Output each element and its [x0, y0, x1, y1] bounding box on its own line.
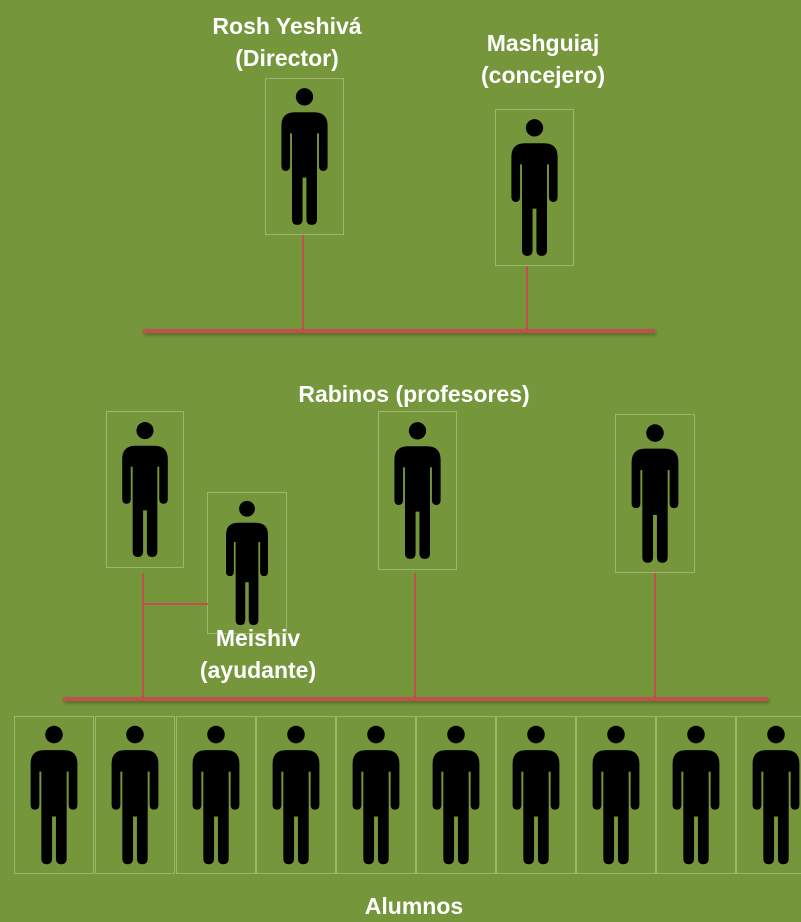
- rabino-connector-3: [654, 573, 656, 699]
- alumno-person-icon-5: [336, 716, 416, 874]
- leadership-bar: [143, 329, 655, 333]
- rabino-person-icon-1: [106, 411, 184, 568]
- meishiv-label: Meishiv (ayudante): [158, 622, 358, 686]
- mashguiaj-label-line2: (concejero): [481, 62, 605, 88]
- rosh-yeshiva-label-line1: Rosh Yeshivá: [212, 13, 362, 39]
- alumno-person-icon-8: [576, 716, 656, 874]
- alumno-person-icon-6: [416, 716, 496, 874]
- rabinos-label: Rabinos (profesores): [298, 381, 530, 407]
- mashguiaj-connector: [526, 266, 528, 331]
- mashguiaj-label-line1: Mashguiaj: [486, 30, 600, 56]
- rosh-yeshiva-label: Rosh Yeshivá (Director): [187, 10, 387, 74]
- rabino-connector-1: [142, 573, 144, 699]
- rosh-yeshiva-label-line2: (Director): [235, 45, 339, 71]
- rosh-yeshiva-connector: [302, 235, 304, 331]
- mashguiaj-label: Mashguiaj (concejero): [443, 27, 643, 91]
- alumno-person-icon-1: [14, 716, 94, 874]
- meishiv-label-line1: Meishiv: [215, 625, 301, 651]
- alumnos-label: Alumnos: [364, 893, 464, 919]
- rabino-person-icon-2: [378, 411, 457, 570]
- alumno-person-icon-3: [176, 716, 256, 874]
- mashguiaj-person-icon: [495, 109, 574, 266]
- rabino-person-icon-3: [615, 414, 695, 573]
- alumno-person-icon-2: [95, 716, 175, 874]
- rabinos-bar: [63, 697, 768, 701]
- rabino-connector-2: [414, 573, 416, 699]
- alumno-person-icon-4: [256, 716, 336, 874]
- alumno-person-icon-7: [496, 716, 576, 874]
- meishiv-label-line2: (ayudante): [199, 657, 317, 683]
- meishiv-person-icon: [207, 492, 287, 634]
- rosh-yeshiva-person-icon: [265, 78, 344, 235]
- alumno-person-icon-10: [736, 716, 801, 874]
- meishiv-connector: [142, 603, 208, 605]
- alumno-person-icon-9: [656, 716, 736, 874]
